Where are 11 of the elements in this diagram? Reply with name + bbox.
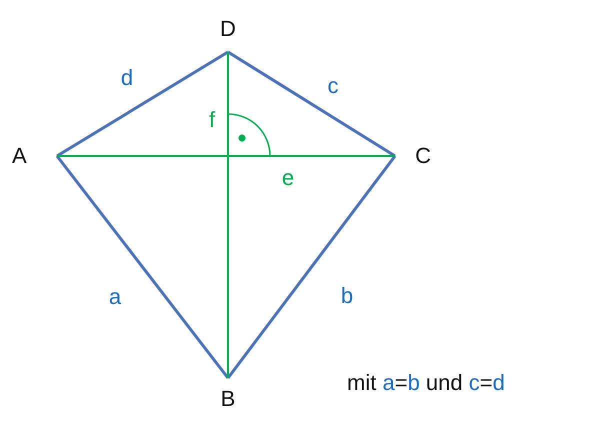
diagonal-line: [57, 155, 395, 157]
side-line: [226, 155, 396, 379]
diagonal-line: [227, 52, 229, 378]
side-line: [227, 50, 396, 158]
vertex-label: B: [220, 388, 236, 410]
vertex-label: D: [220, 18, 236, 40]
side-line: [56, 50, 229, 158]
vertex-label: C: [415, 145, 431, 167]
note-text: mit a=b und c=d: [347, 370, 505, 396]
vertex-label: A: [12, 145, 27, 167]
side-line: [56, 155, 230, 379]
